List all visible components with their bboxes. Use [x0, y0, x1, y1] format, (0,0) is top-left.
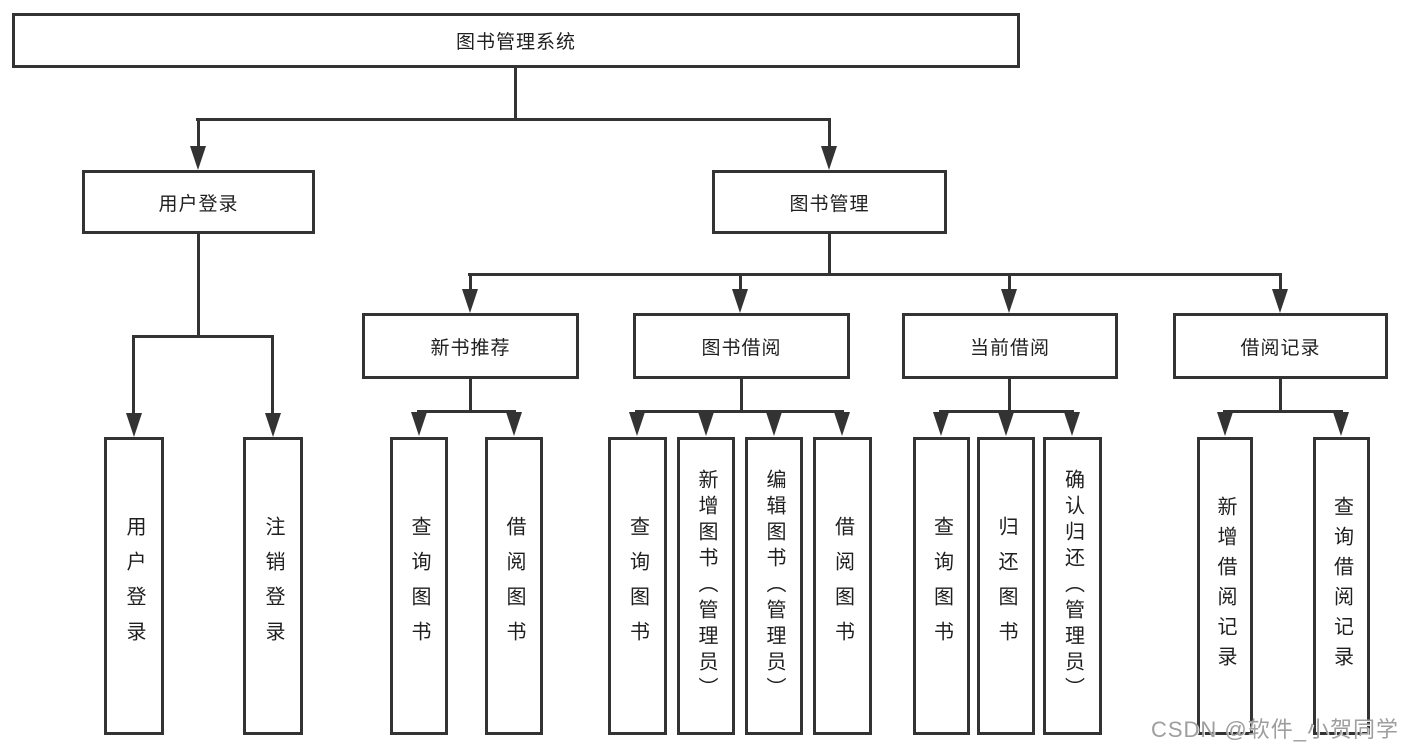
- arrow-to-borrow-record: [1272, 289, 1288, 313]
- connector-borrowrecord-stem: [1279, 276, 1282, 292]
- connector-newbookrec-stem: [469, 276, 472, 292]
- node-root-label: 图书管理系统: [455, 32, 576, 53]
- arrow-to-leaf-nb-query: [411, 412, 427, 436]
- leaf-br-add-label: 新增借阅记录: [1214, 496, 1236, 676]
- leaf-br-query: 查询借阅记录: [1313, 437, 1370, 735]
- leaf-bb-edit-label: 编辑图书（管理员）: [763, 469, 785, 703]
- connector-userlogin-stem: [197, 121, 200, 150]
- csdn-watermark: CSDN @软件_小贺同学: [1150, 717, 1399, 742]
- node-root: 图书管理系统: [12, 13, 1020, 68]
- leaf-bb-query-label: 查询图书: [626, 516, 649, 656]
- node-book-borrow-label: 图书借阅: [701, 337, 782, 359]
- leaf-bb-query: 查询图书: [608, 437, 667, 735]
- node-book-borrow: 图书借阅: [633, 313, 850, 379]
- connector-bookmgmt-stem: [828, 121, 831, 150]
- leaf-cb-query-label: 查询图书: [930, 516, 953, 656]
- connector-currentborrow-down: [1008, 379, 1011, 413]
- node-current-borrow: 当前借阅: [902, 313, 1118, 379]
- connector-currentborrow-hline: [939, 410, 1074, 413]
- leaf-cb-return-label: 归还图书: [995, 516, 1017, 656]
- arrow-to-book-borrow: [732, 289, 748, 313]
- leaf-nb-query: 查询图书: [390, 437, 448, 735]
- arrow-to-leaf-cb-confirm: [1064, 412, 1080, 436]
- connector-bookmgmt-down: [828, 234, 831, 275]
- node-new-book-rec: 新书推荐: [362, 313, 579, 379]
- leaf-br-query-label: 查询借阅记录: [1330, 496, 1353, 676]
- arrow-to-leaf-bb-edit: [766, 412, 782, 436]
- node-book-mgmt-label: 图书管理: [789, 193, 870, 215]
- node-borrow-record-label: 借阅记录: [1240, 337, 1321, 359]
- arrow-to-leaf-user-login: [126, 413, 142, 437]
- connector-bookborrow-hline: [635, 410, 844, 413]
- arrow-to-leaf-br-query: [1333, 412, 1349, 436]
- arrow-to-leaf-bb-borrow: [834, 412, 850, 436]
- leaf-bb-borrow: 借阅图书: [813, 437, 872, 735]
- leaf-bb-add-label: 新增图书（管理员）: [695, 469, 717, 703]
- connector-root-stem: [514, 68, 517, 121]
- node-book-mgmt: 图书管理: [712, 170, 947, 234]
- leaf-bb-edit: 编辑图书（管理员）: [745, 437, 803, 735]
- leaf-cb-query: 查询图书: [913, 437, 970, 735]
- connector-borrowrecord-hline: [1223, 410, 1343, 413]
- connector-bookborrow-down: [740, 379, 743, 413]
- arrow-to-leaf-cb-return: [998, 412, 1014, 436]
- connector-userlogin-hline: [132, 335, 274, 338]
- connector-bookborrow-stem: [739, 276, 742, 292]
- leaf-br-add: 新增借阅记录: [1197, 437, 1253, 735]
- leaf-bb-add: 新增图书（管理员）: [677, 437, 735, 735]
- arrow-to-leaf-nb-borrow: [506, 412, 522, 436]
- connector-level3-hline: [468, 273, 1282, 276]
- connector-newbookrec-hline: [417, 410, 516, 413]
- arrow-to-leaf-logout: [265, 413, 281, 437]
- leaf-cb-confirm-label: 确认归还（管理员）: [1061, 469, 1084, 703]
- leaf-user-login: 用户登录: [104, 437, 164, 735]
- leaf-user-login-label: 用户登录: [123, 516, 145, 656]
- node-user-login-label: 用户登录: [158, 193, 239, 215]
- leaf-bb-borrow-label: 借阅图书: [831, 516, 854, 656]
- node-user-login: 用户登录: [82, 170, 315, 234]
- connector-leaf-userlogin-stem: [132, 338, 135, 415]
- connector-root-hline: [196, 118, 831, 121]
- leaf-cb-confirm: 确认归还（管理员）: [1043, 437, 1102, 735]
- arrow-to-new-book-rec: [462, 289, 478, 313]
- arrow-to-leaf-bb-add: [698, 412, 714, 436]
- arrow-to-leaf-bb-query: [629, 412, 645, 436]
- arrow-to-leaf-cb-query: [933, 412, 949, 436]
- node-new-book-rec-label: 新书推荐: [430, 337, 511, 359]
- connector-newbookrec-down: [469, 379, 472, 413]
- connector-leaf-logout-stem: [271, 338, 274, 415]
- leaf-nb-query-label: 查询图书: [408, 516, 430, 656]
- connector-currentborrow-stem: [1008, 276, 1011, 292]
- arrow-to-book-mgmt: [821, 146, 837, 170]
- arrow-to-leaf-br-add: [1217, 412, 1233, 436]
- connector-borrowrecord-down: [1279, 379, 1282, 413]
- leaf-nb-borrow-label: 借阅图书: [503, 516, 525, 656]
- arrow-to-current-borrow: [1001, 289, 1017, 313]
- leaf-logout: 注销登录: [243, 437, 303, 735]
- arrow-to-user-login: [190, 146, 206, 170]
- leaf-cb-return: 归还图书: [977, 437, 1035, 735]
- node-current-borrow-label: 当前借阅: [969, 337, 1050, 359]
- leaf-logout-label: 注销登录: [262, 516, 284, 656]
- node-borrow-record: 借阅记录: [1173, 313, 1388, 379]
- connector-userlogin-down: [197, 234, 200, 337]
- leaf-nb-borrow: 借阅图书: [485, 437, 543, 735]
